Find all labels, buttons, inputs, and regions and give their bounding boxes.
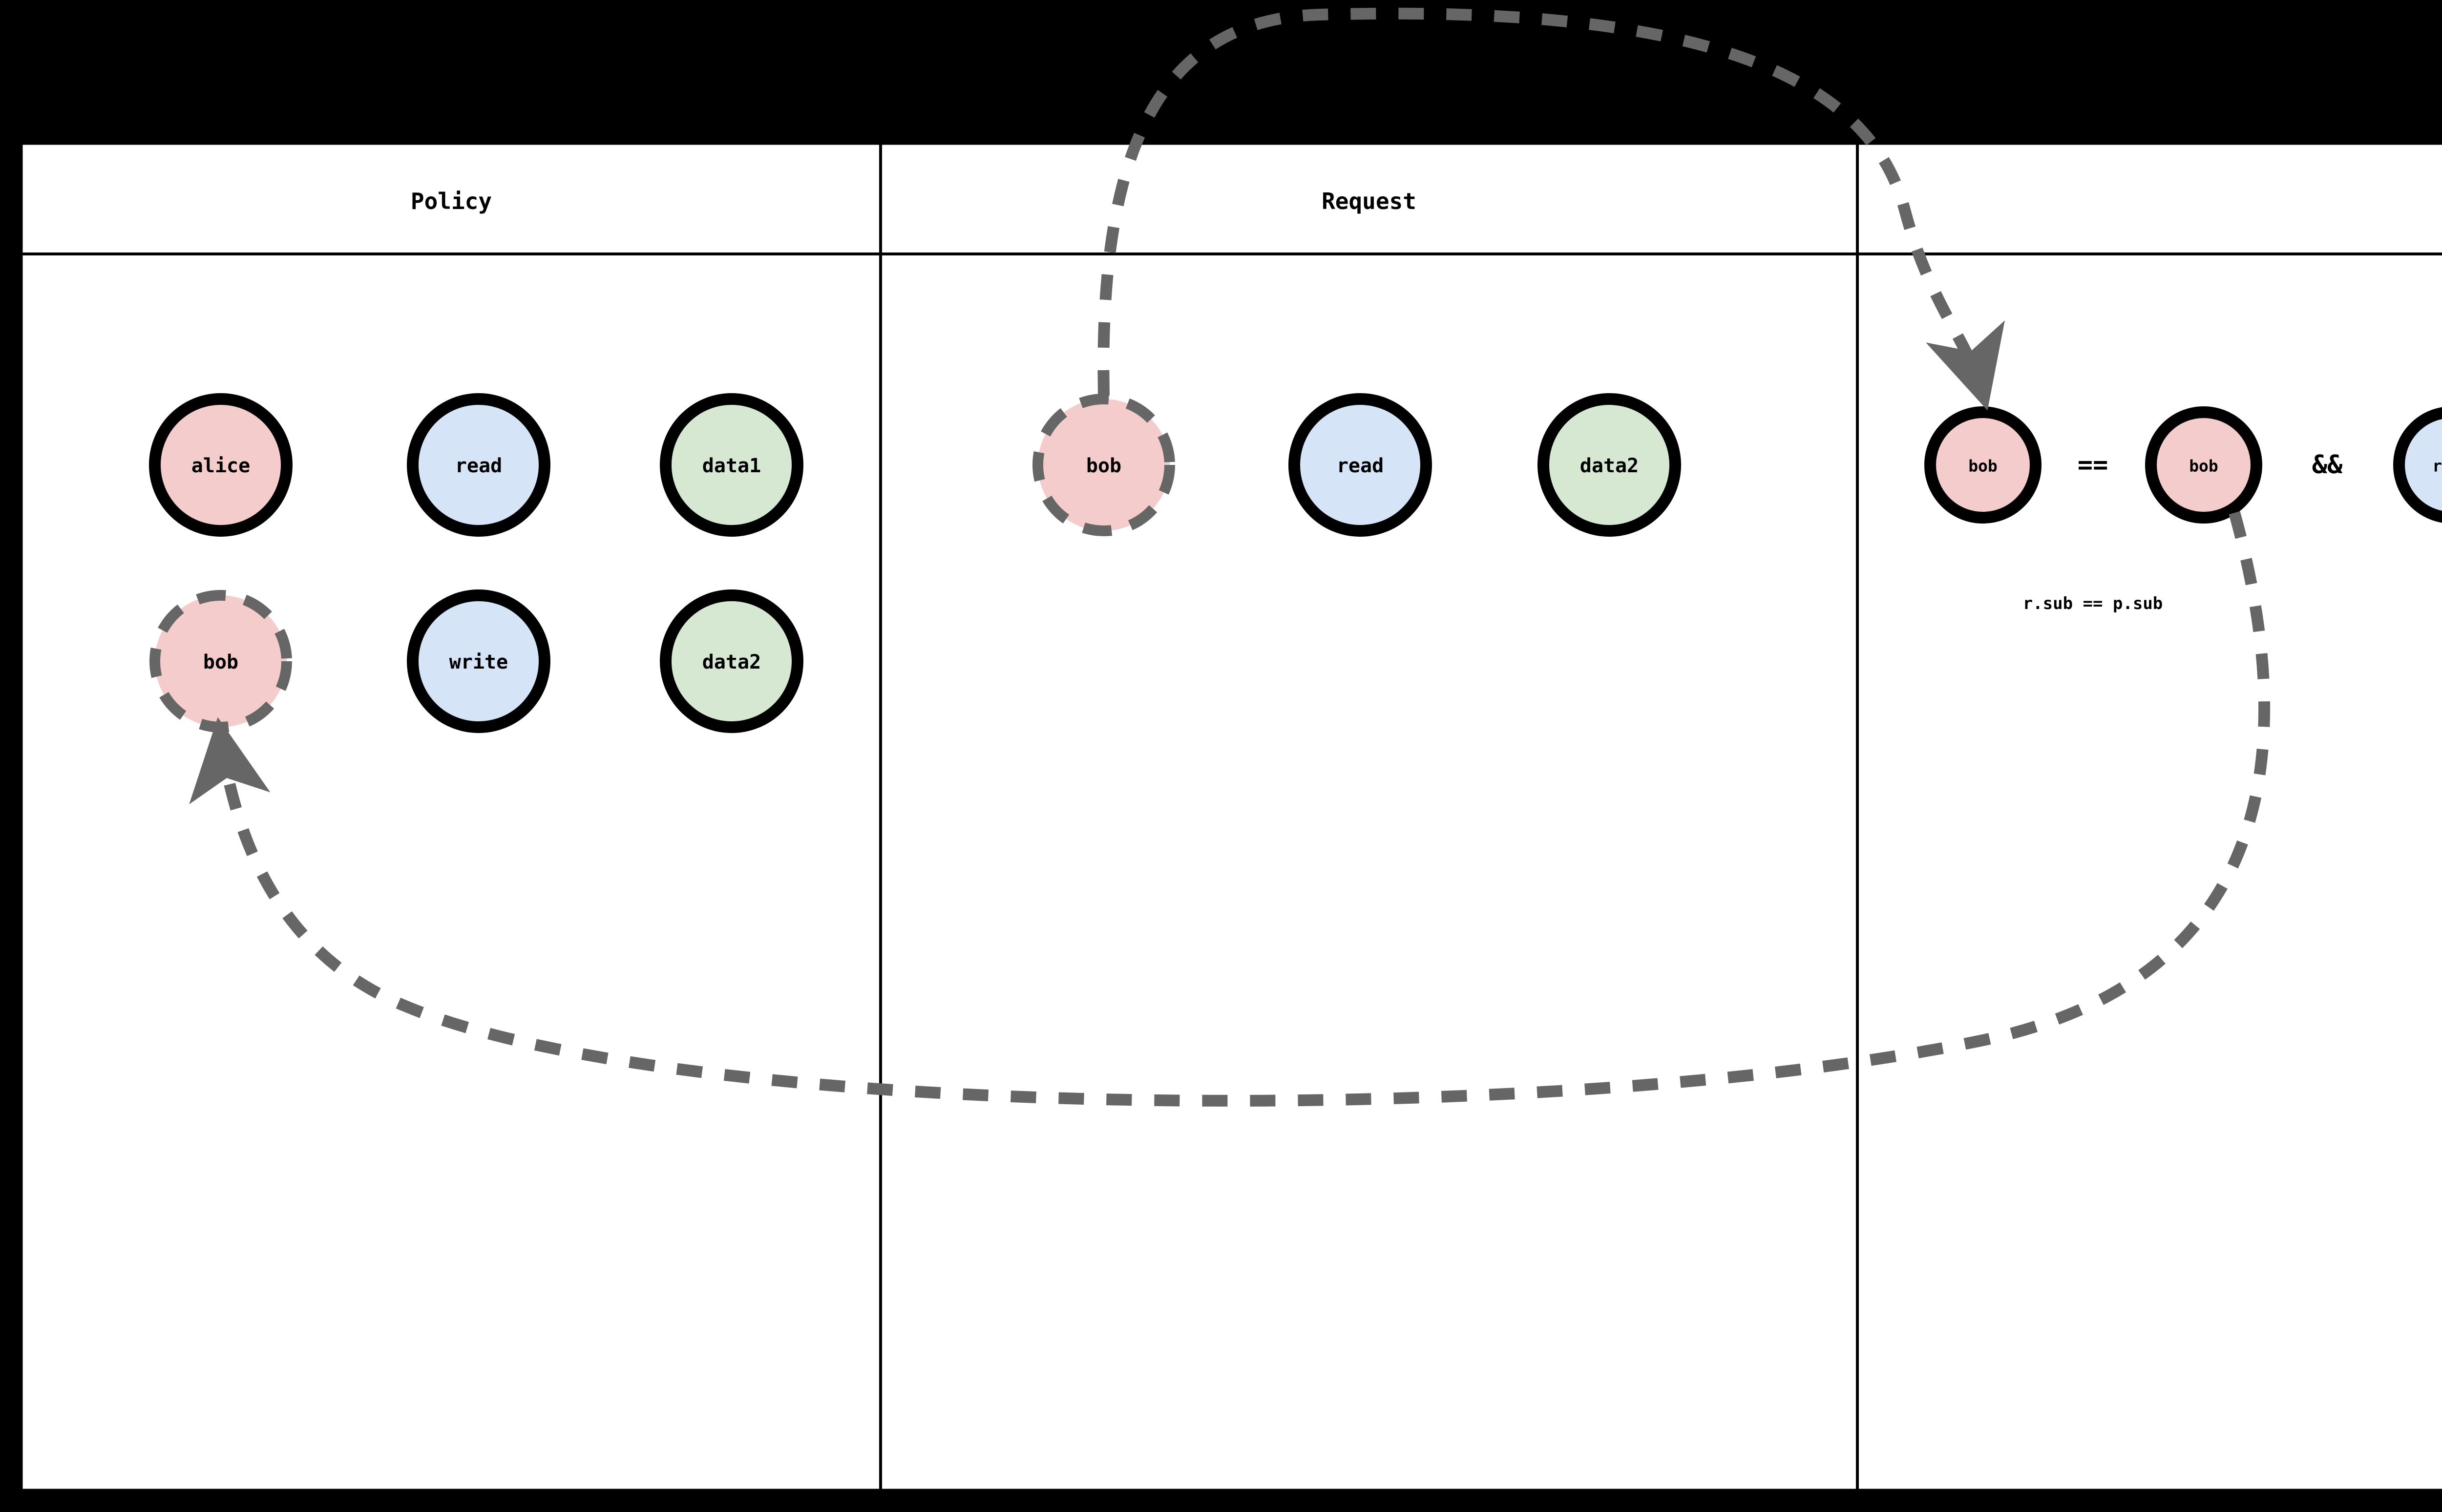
column-title-policy: Policy <box>411 188 492 214</box>
node-label: bob <box>203 651 238 673</box>
policy-node-data2-1[interactable]: data2 <box>660 589 803 733</box>
node-circle <box>2393 407 2442 523</box>
matching-joiner-0: && <box>2312 450 2343 480</box>
request-node-data2[interactable]: data2 <box>1537 393 1681 537</box>
policy-node-write-1[interactable]: write <box>407 589 550 733</box>
node-label: alice <box>191 455 250 477</box>
node-label: write <box>449 651 508 673</box>
policy-node-data1-0[interactable]: data1 <box>660 393 803 537</box>
node-label: bob <box>2189 457 2218 476</box>
nodes-layer: alice read data1 bob write data2 bob read data2 b… <box>149 393 2442 733</box>
node-circle <box>1924 406 2042 524</box>
column-headers: PolicyRequestMatching <box>411 188 1416 214</box>
matching-node-left-0[interactable]: bob <box>1924 406 2042 524</box>
node-circle <box>1537 393 1681 537</box>
request-node-bob[interactable]: bob <box>1032 394 1175 536</box>
matching-node-right-0[interactable]: bob <box>2145 406 2262 524</box>
column-title-request: Request <box>1322 188 1416 214</box>
node-label: read <box>455 455 502 477</box>
node-label: bob <box>1968 457 1998 476</box>
board-rules <box>21 144 2442 1490</box>
matching-operator-0: == <box>2078 450 2108 480</box>
node-circle <box>2145 406 2262 524</box>
board-panel <box>20 142 2442 1491</box>
node-circle <box>149 393 293 537</box>
node-label: bob <box>1086 455 1121 477</box>
policy-node-bob-1[interactable]: bob <box>149 590 292 733</box>
node-circle <box>407 589 550 733</box>
node-label: data1 <box>702 455 761 477</box>
node-circle <box>660 393 803 537</box>
node-label: data2 <box>1580 455 1639 477</box>
node-label: data2 <box>702 651 761 673</box>
node-circle <box>660 589 803 733</box>
matching-node-left-1[interactable]: read <box>2393 407 2442 523</box>
policy-node-read-0[interactable]: read <box>407 393 550 537</box>
connector-top-layer <box>189 7 2271 1107</box>
node-circle <box>1032 394 1175 536</box>
node-circle <box>407 393 550 537</box>
connector-request-bob-to-matching-bob <box>1097 7 2005 411</box>
policy-node-alice-0[interactable]: alice <box>149 393 293 537</box>
node-label: read <box>2432 457 2442 476</box>
node-label: read <box>1337 455 1384 477</box>
connector-matching-bob-to-policy-bob <box>189 511 2271 1107</box>
node-circle <box>1288 393 1432 537</box>
matching-caption-0: r.sub == p.sub <box>2023 594 2163 613</box>
request-node-read[interactable]: read <box>1288 393 1432 537</box>
